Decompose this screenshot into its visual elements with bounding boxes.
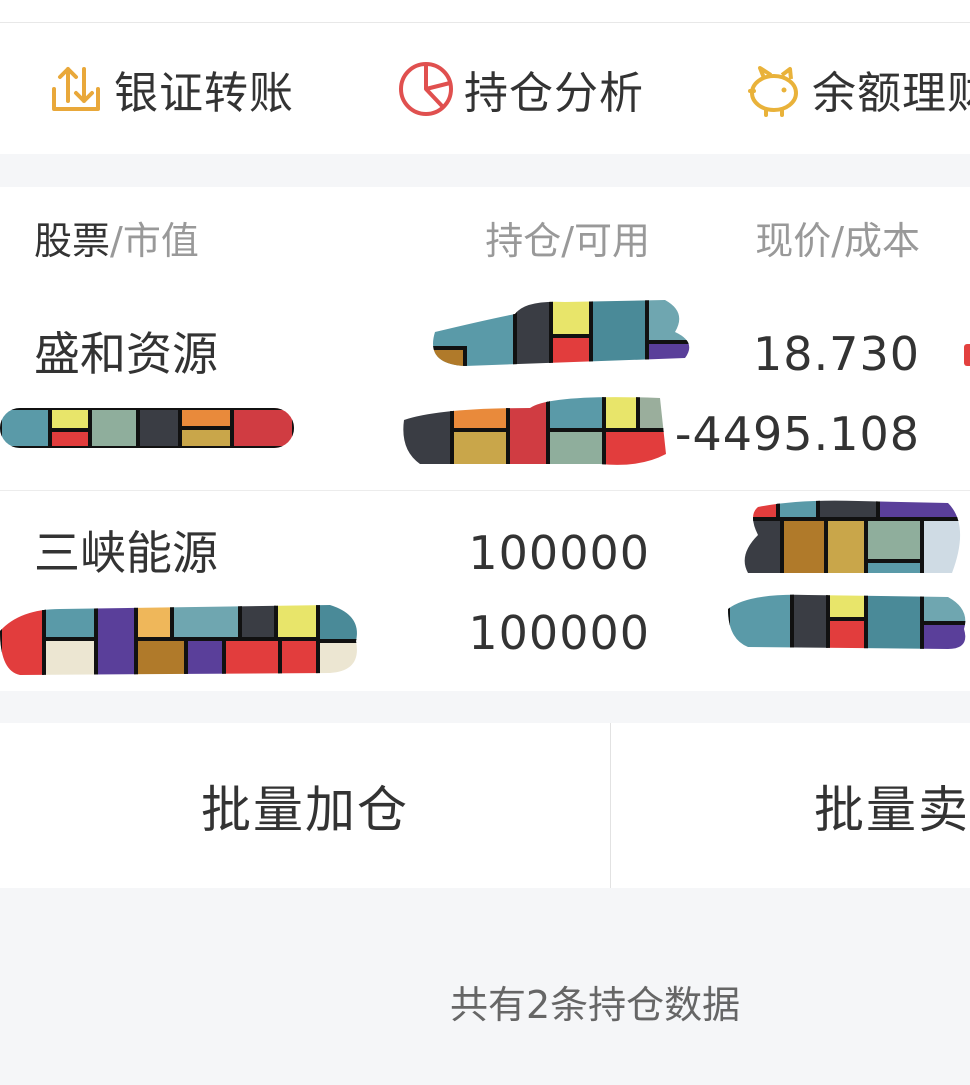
stock-name: 三峡能源 [34, 526, 218, 580]
header-market-value: /市值 [110, 219, 199, 263]
redaction-mask [403, 397, 666, 465]
profit-indicator [964, 344, 970, 366]
table-row[interactable]: 盛和资源 18.730 -4495.108 [0, 292, 970, 491]
header-price-cost: 现价/成本 [755, 219, 920, 263]
top-strip [0, 0, 970, 23]
batch-sell-label: 批量卖出 [814, 780, 970, 839]
current-price: 18.730 [753, 327, 920, 381]
position-analysis-button[interactable]: 持仓分析 [396, 23, 644, 154]
holdings-count-text: 共有2条持仓数据 [450, 983, 741, 1027]
table-row[interactable]: 三峡能源 100000 100000 [0, 491, 970, 691]
piggy-bank-icon [748, 65, 798, 117]
bank-securities-transfer-button[interactable]: 银证转账 [46, 23, 294, 154]
batch-add-button[interactable]: 批量加仓 [0, 723, 610, 888]
redaction-mask [0, 605, 357, 675]
quick-actions-bar: 银证转账 持仓分析 余额理财 [0, 23, 970, 154]
available-quantity: 100000 [468, 606, 650, 660]
stock-name: 盛和资源 [34, 327, 218, 381]
batch-add-label: 批量加仓 [201, 780, 409, 839]
cost-price: -4495.108 [674, 407, 920, 461]
pie-chart-icon [399, 61, 453, 116]
action-divider [610, 723, 611, 888]
redaction-mask [744, 500, 961, 574]
redaction-mask [0, 408, 294, 448]
balance-wealth-button[interactable]: 余额理财 [744, 23, 970, 154]
batch-sell-button[interactable]: 批量卖出 [611, 723, 970, 888]
header-stock: 股票 [34, 219, 111, 263]
quick-action-label: 持仓分析 [464, 67, 644, 119]
position-quantity: 100000 [468, 526, 650, 580]
transfer-icon [52, 66, 100, 111]
redaction-mask [433, 300, 690, 366]
holdings-table: 股票/市值 持仓/可用 现价/成本 盛和资源 18.730 -4495.108 [0, 187, 970, 691]
redaction-mask [728, 594, 966, 649]
header-position-available: 持仓/可用 [485, 219, 650, 263]
quick-action-label: 银证转账 [114, 67, 294, 119]
quick-action-label: 余额理财 [812, 67, 970, 119]
batch-actions-bar: 批量加仓 批量卖出 [0, 723, 970, 888]
header-stock-market-value: 股票/市值 [34, 217, 199, 265]
